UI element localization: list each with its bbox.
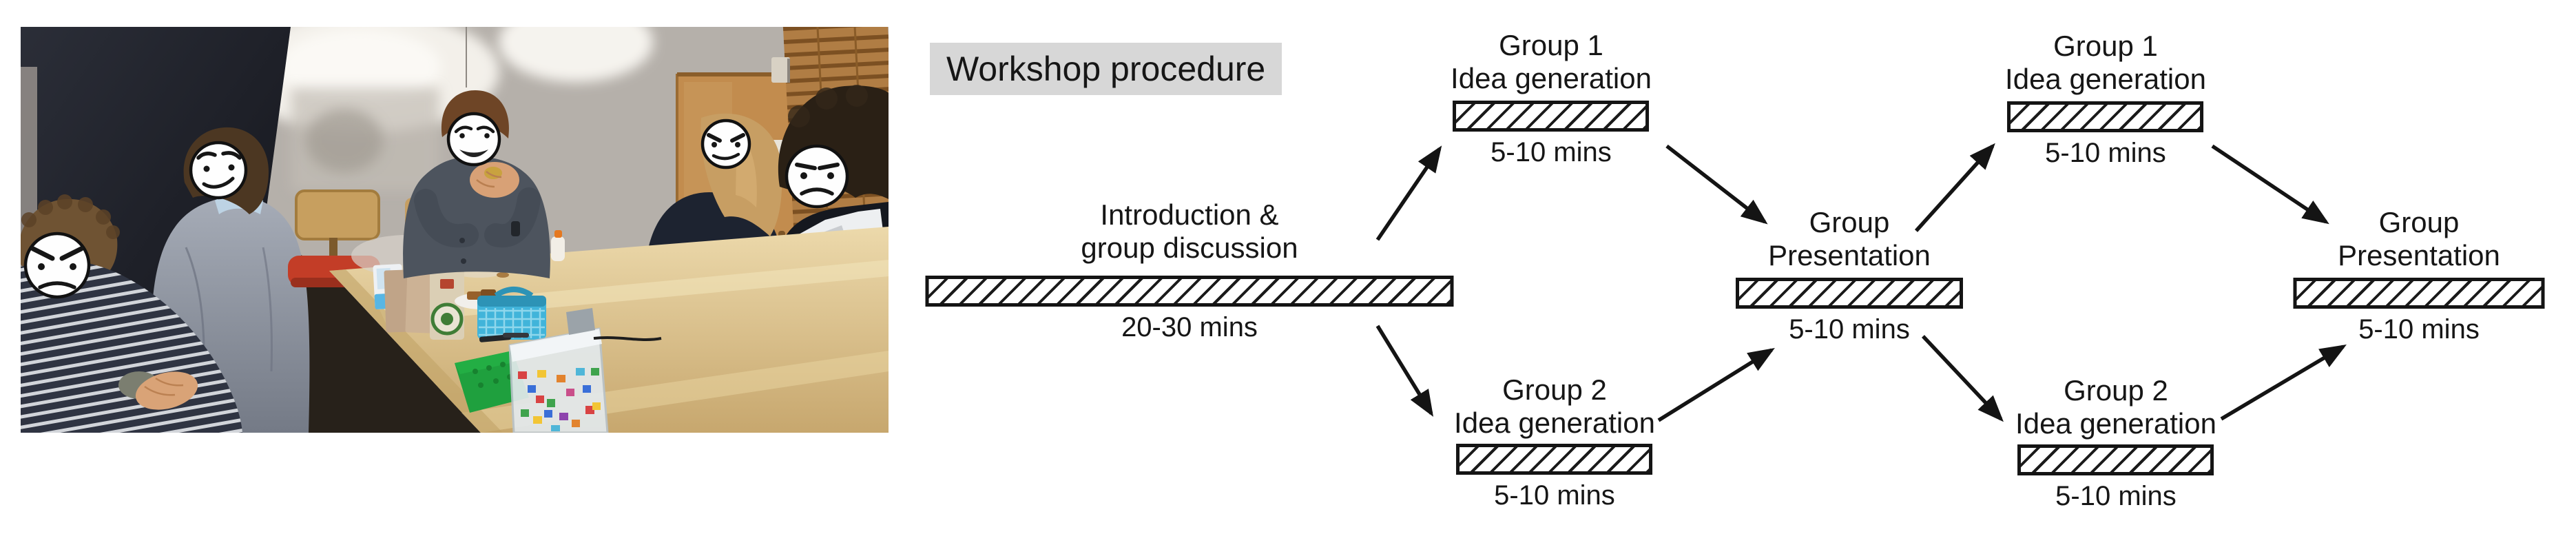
duration-bar	[925, 276, 1454, 307]
blue-basket	[477, 287, 546, 340]
stage-duration: 5-10 mins	[1490, 137, 1612, 167]
duration-bar	[2017, 444, 2214, 475]
stage-duration: 5-10 mins	[1789, 314, 1910, 345]
diagram-title: Workshop procedure	[930, 43, 1282, 95]
table-items	[351, 230, 662, 433]
stage-title: Introduction &group discussion	[1081, 198, 1298, 264]
stage-duration: 5-10 mins	[2055, 481, 2177, 511]
duration-bar	[2293, 278, 2545, 309]
emoji-face-smirk-icon	[189, 141, 248, 200]
duration-bar	[1456, 444, 1653, 475]
stage-duration: 20-30 mins	[1121, 312, 1258, 342]
duration-bar	[1736, 278, 1963, 309]
arrow-group2-to-presentation1	[1657, 347, 1775, 422]
emoji-face-unamused-icon	[785, 144, 849, 209]
stage-duration: 5-10 mins	[1494, 480, 1615, 511]
emoji-face-pleasant-icon	[446, 112, 501, 167]
workshop-photo	[21, 27, 889, 433]
stage-duration: 5-10 mins	[2358, 314, 2480, 345]
arrow-presentation1-to-group2	[1921, 335, 2004, 422]
lego-box	[508, 327, 609, 433]
duration-bar	[2007, 101, 2204, 132]
stage-duration: 5-10 mins	[2045, 138, 2166, 168]
emoji-face-devilish-icon	[700, 119, 751, 170]
stage-introduction: Introduction &group discussion 20-30 min…	[925, 198, 1454, 342]
emoji-face-angry-icon	[23, 232, 91, 299]
duration-bar	[1453, 101, 1650, 132]
arrow-group2-to-presentation2	[2220, 345, 2347, 421]
